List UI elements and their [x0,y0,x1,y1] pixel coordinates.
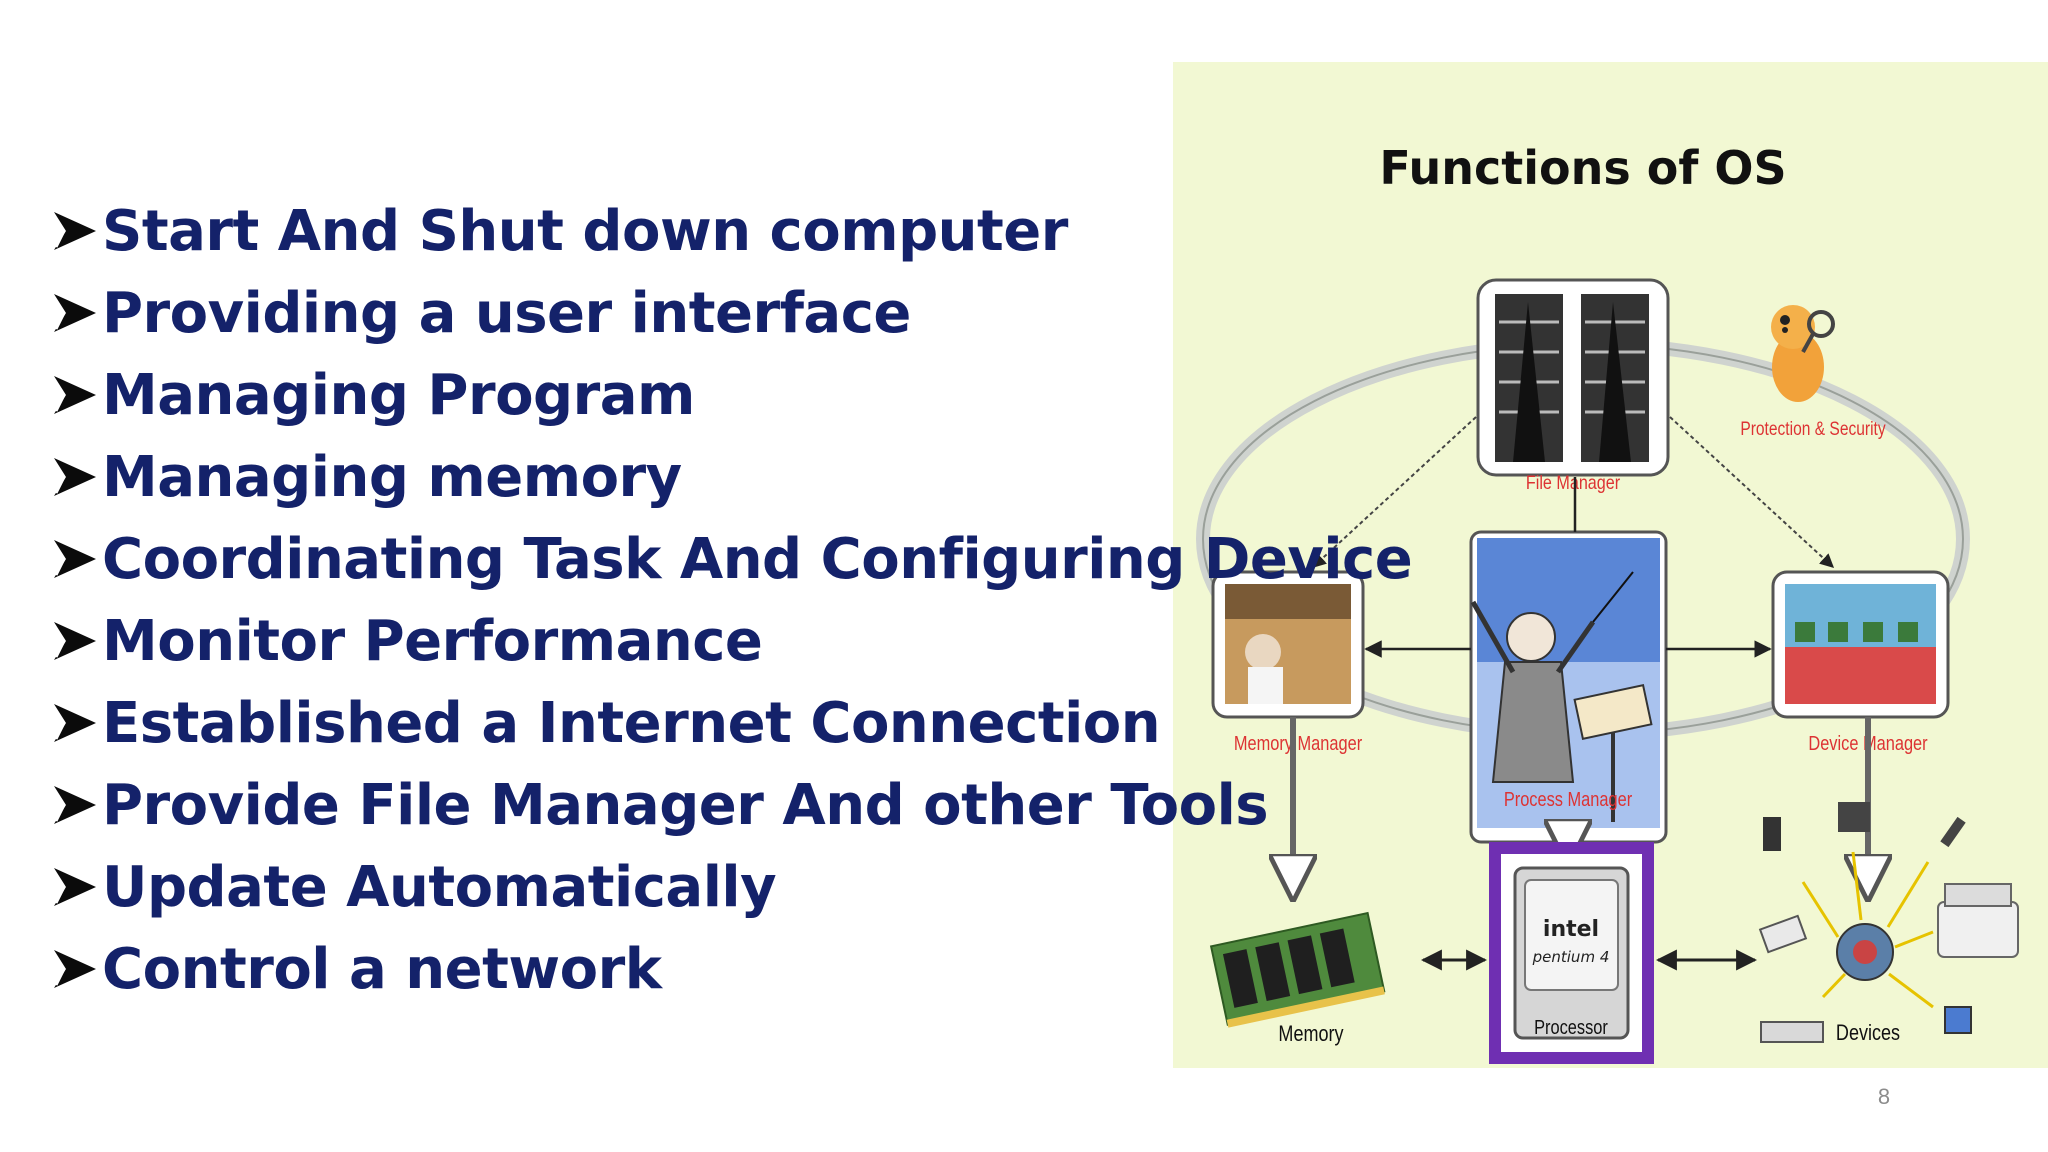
slide-page-number: 8 [1877,1084,1891,1109]
bullet-item: Managing Program [50,354,1412,436]
bullet-item: Update Automatically [50,846,1412,928]
bullet-item: Control a network [50,928,1412,1010]
arrow-bullet-icon [54,540,96,578]
functions-of-os-diagram: Functions of OS File Manager [1173,62,2048,1068]
processor-label: Processor [1534,1015,1608,1038]
devices-label: Devices [1836,1021,1900,1045]
arrow-bullet-icon [54,786,96,824]
process-manager-label: Process Manager [1504,787,1632,810]
bullet-item: Managing memory [50,436,1412,518]
bullet-item: Start And Shut down computer [50,190,1412,272]
memory-manager-label: Memory Manager [1234,731,1362,754]
processor-box [1489,842,1654,1064]
arrow-bullet-icon [54,704,96,742]
detective-dog-icon [1771,305,1835,402]
bullet-item: Provide File Manager And other Tools [50,764,1412,846]
arrow-bullet-icon [54,622,96,660]
intel-logo-text: intel [1543,917,1599,942]
arrow-bullet-icon [54,458,96,496]
diagram-canvas: Functions of OS File Manager [1196,141,2019,1064]
devices-icon [1758,802,2019,1043]
memory-label: Memory [1278,1022,1344,1046]
pentium-logo-text: pentium 4 [1532,948,1610,966]
bullet-text: Monitor Performance [102,608,763,674]
arrow-bullet-icon [54,294,96,332]
diagram-title: Functions of OS [1379,141,1786,195]
arrow-bullet-icon [54,868,96,906]
bullet-text: Providing a user interface [102,280,911,346]
bullet-text: Provide File Manager And other Tools [102,772,1269,838]
bullet-item: Established a Internet Connection [50,682,1412,764]
bullet-text: Update Automatically [102,854,777,920]
arrow-bullet-icon [54,950,96,988]
memory-module-icon [1209,911,1386,1028]
device-manager-box [1771,570,1950,719]
bullet-text: Control a network [102,936,662,1002]
bullet-text: Established a Internet Connection [102,690,1161,756]
protection-security-label: Protection & Security [1740,418,1886,440]
bullet-text: Start And Shut down computer [102,198,1068,264]
bullet-item: Providing a user interface [50,272,1412,354]
arrow-bullet-icon [54,376,96,414]
bullet-text: Managing Program [102,362,695,428]
arrow-bullet-icon [54,212,96,250]
bullet-text: Managing memory [102,444,682,510]
bullet-list: Start And Shut down computer Providing a… [50,190,1413,1010]
bullet-item: Monitor Performance [50,600,1412,682]
file-manager-label: File Manager [1526,472,1620,494]
bullet-item: Coordinating Task And Configuring Device [50,518,1413,600]
memory-manager-box [1211,570,1365,719]
process-manager-box [1469,530,1668,844]
bullet-text: Coordinating Task And Configuring Device [102,526,1413,592]
file-manager-box [1476,278,1670,477]
